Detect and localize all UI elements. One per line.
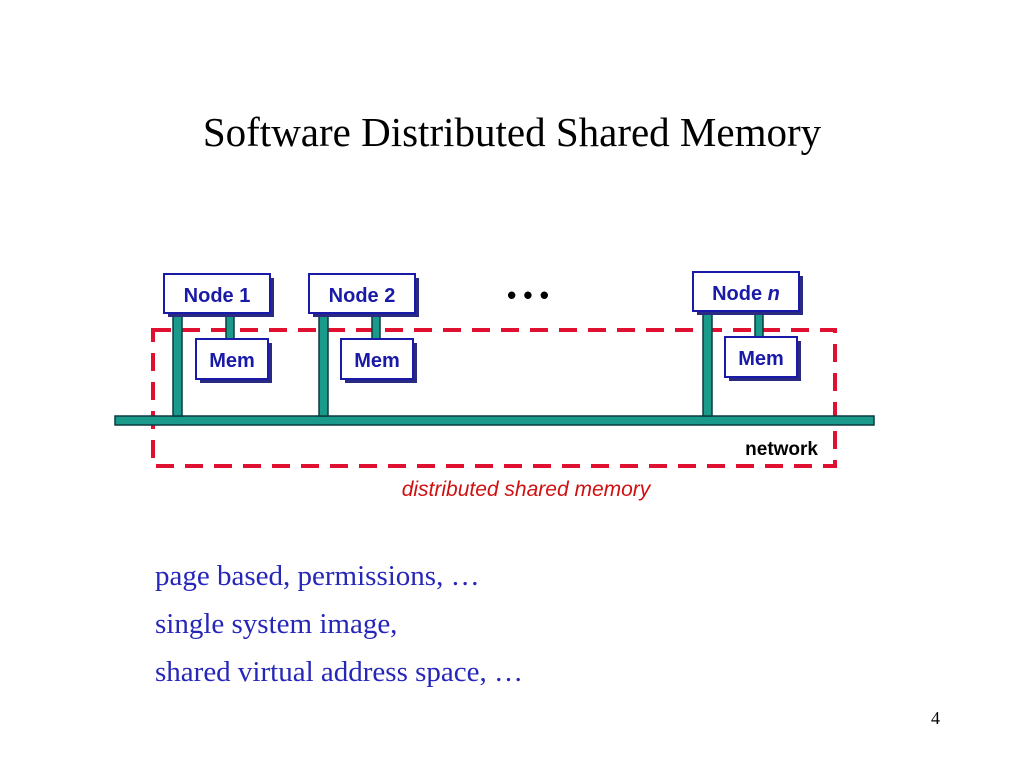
bullet-item: single system image,: [155, 608, 398, 640]
network-label: network: [745, 439, 818, 460]
node-2-label: Node 2: [329, 285, 396, 307]
node-n-label: Node: [712, 283, 762, 305]
mem-2-connector: [371, 315, 381, 341]
bullet-item: shared virtual address space, …: [155, 656, 524, 688]
svg-text:Node n: Node n: [712, 283, 780, 305]
mem-2-box: Mem: [340, 338, 417, 383]
node-1-box: Node 1: [163, 273, 274, 317]
network-bus: [114, 415, 875, 426]
node-n-box: Node n: [692, 271, 803, 315]
node-2-stem: [318, 315, 329, 417]
node-n-label-italic: n: [768, 283, 780, 305]
mem-1-connector: [225, 315, 235, 341]
page-number: 4: [931, 708, 940, 728]
dsm-region-border: [151, 328, 837, 468]
node-2-box: Node 2: [308, 273, 419, 317]
mem-1-label: Mem: [209, 350, 255, 372]
mem-n-label: Mem: [738, 348, 784, 370]
nodes-ellipsis: • • •: [507, 280, 549, 310]
node-n-stem: [702, 313, 713, 417]
bullet-item: page based, permissions, …: [155, 560, 480, 592]
bullet-list: page based, permissions, … single system…: [155, 558, 523, 702]
mem-2-label: Mem: [354, 350, 400, 372]
mem-n-connector: [754, 313, 764, 339]
mem-1-box: Mem: [195, 338, 272, 383]
node-1-label: Node 1: [184, 285, 251, 307]
mem-n-box: Mem: [724, 336, 801, 381]
slide-title: Software Distributed Shared Memory: [202, 109, 822, 155]
node-1-stem: [172, 315, 183, 417]
dsm-label: distributed shared memory: [402, 478, 652, 501]
